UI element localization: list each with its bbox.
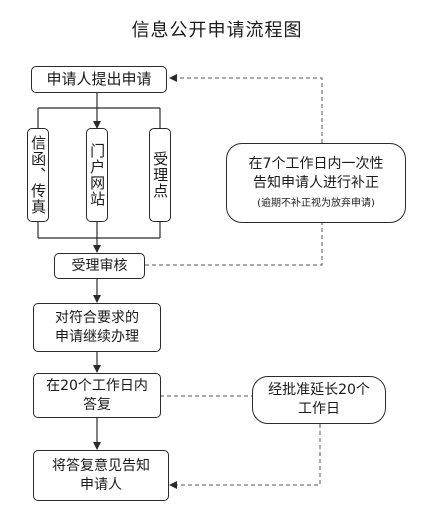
- dashed-review-to-correction: [145, 223, 323, 266]
- channel-counter-label: 受理点: [151, 151, 170, 199]
- channel-mail-label: 信函、传真: [29, 135, 48, 215]
- extension-notice-box: 经批准延长20个 工作日: [252, 376, 386, 424]
- correction-label-line1: 在7个工作日内一次性: [248, 156, 384, 173]
- reply-box: 在20个工作日内 答复: [33, 373, 161, 418]
- channel-counter-box: 受理点: [149, 128, 171, 222]
- apply-box: 申请人提出申请: [31, 66, 167, 93]
- extension-label-line2: 工作日: [298, 401, 340, 417]
- continue-label-line1: 对符合要求的: [55, 309, 139, 326]
- apply-label: 申请人提出申请: [46, 70, 152, 89]
- notify-box: 将答复意见告知 申请人: [33, 450, 169, 501]
- dashed-correction-to-apply: [169, 74, 323, 143]
- channel-mail-box: 信函、传真: [27, 128, 49, 222]
- extension-label-line1: 经批准延长20个: [268, 382, 370, 399]
- notify-label-line2: 申请人: [80, 476, 122, 493]
- continue-box: 对符合要求的 申请继续办理: [33, 303, 161, 352]
- notify-label-line1: 将答复意见告知: [52, 457, 150, 474]
- reply-label-line1: 在20个工作日内: [46, 377, 148, 394]
- channel-portal-box: 门户网站: [86, 128, 108, 222]
- correction-note: (逾期不补正视为放弃申请): [257, 198, 375, 210]
- correction-label-line2: 告知申请人进行补正: [253, 175, 379, 192]
- review-label: 受理审核: [71, 257, 128, 274]
- continue-label-line2: 申请继续办理: [55, 328, 139, 345]
- diagram-title: 信息公开申请流程图: [131, 20, 303, 41]
- correction-notice-box: 在7个工作日内一次性 告知申请人进行补正 (逾期不补正视为放弃申请): [226, 143, 406, 223]
- review-box: 受理审核: [54, 253, 145, 279]
- channel-portal-label: 门户网站: [88, 143, 107, 207]
- dashed-extension-to-notify: [169, 424, 321, 489]
- reply-label-line2: 答复: [83, 396, 111, 413]
